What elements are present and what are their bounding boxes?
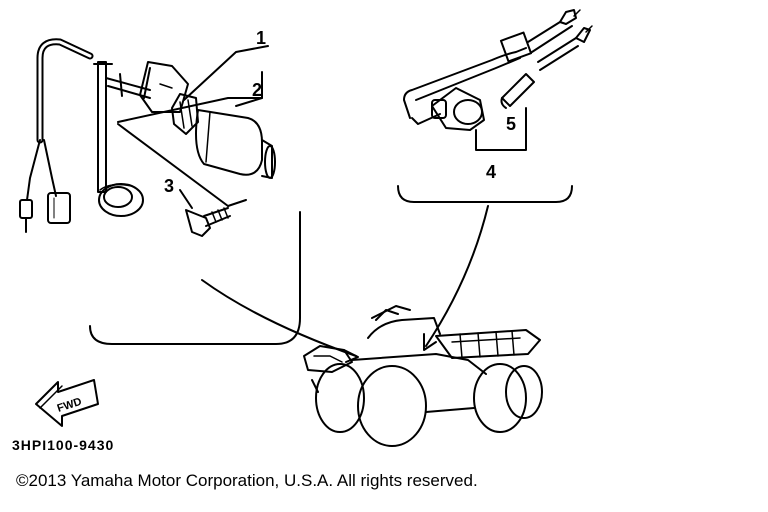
- part-label-1: 1: [256, 28, 266, 48]
- switch-body: [195, 109, 263, 176]
- leader-part-1: [183, 45, 269, 101]
- group-bracket-left: [89, 211, 301, 345]
- part-label-4: 4: [486, 162, 496, 182]
- wire-tube: [36, 38, 94, 144]
- atv-outline: [303, 305, 543, 447]
- leader-part-3: [179, 189, 193, 209]
- bolt-part-3: [185, 207, 231, 237]
- catalog-number: 3HPI100-9430: [12, 437, 115, 453]
- connector-left: [19, 199, 33, 219]
- lock-nut: [171, 93, 199, 135]
- front-right-wheel: [357, 365, 427, 447]
- arrow-right-group: [425, 205, 489, 347]
- group-bracket-right: [397, 185, 573, 203]
- spacer-part-5: [500, 73, 535, 109]
- copyright-notice: ©2013 Yamaha Motor Corporation, U.S.A. A…: [16, 471, 478, 490]
- part-label-3: 3: [164, 176, 174, 196]
- reference-frame: [117, 97, 263, 123]
- wire-clamp: [499, 31, 533, 63]
- starter-switch-assembly: [19, 38, 276, 233]
- stop-switch-assembly: [403, 9, 593, 131]
- mount-plate: [139, 61, 189, 113]
- terminal-top: [559, 9, 577, 25]
- front-left-wheel: [315, 363, 365, 433]
- leader-part-5: [475, 107, 527, 151]
- wire-lead-left: [26, 139, 41, 201]
- rear-right-wheel: [505, 365, 543, 419]
- terminal-bottom: [575, 27, 591, 43]
- stop-switch-body: [431, 87, 485, 131]
- part-label-2: 2: [252, 80, 262, 100]
- connector-right: [47, 192, 71, 224]
- fwd-arrow-icon: [35, 379, 99, 427]
- bracket-rod: [97, 61, 107, 193]
- part-label-5: 5: [506, 114, 516, 134]
- stop-switch-plunger: [431, 99, 447, 119]
- rear-left-wheel: [473, 363, 527, 433]
